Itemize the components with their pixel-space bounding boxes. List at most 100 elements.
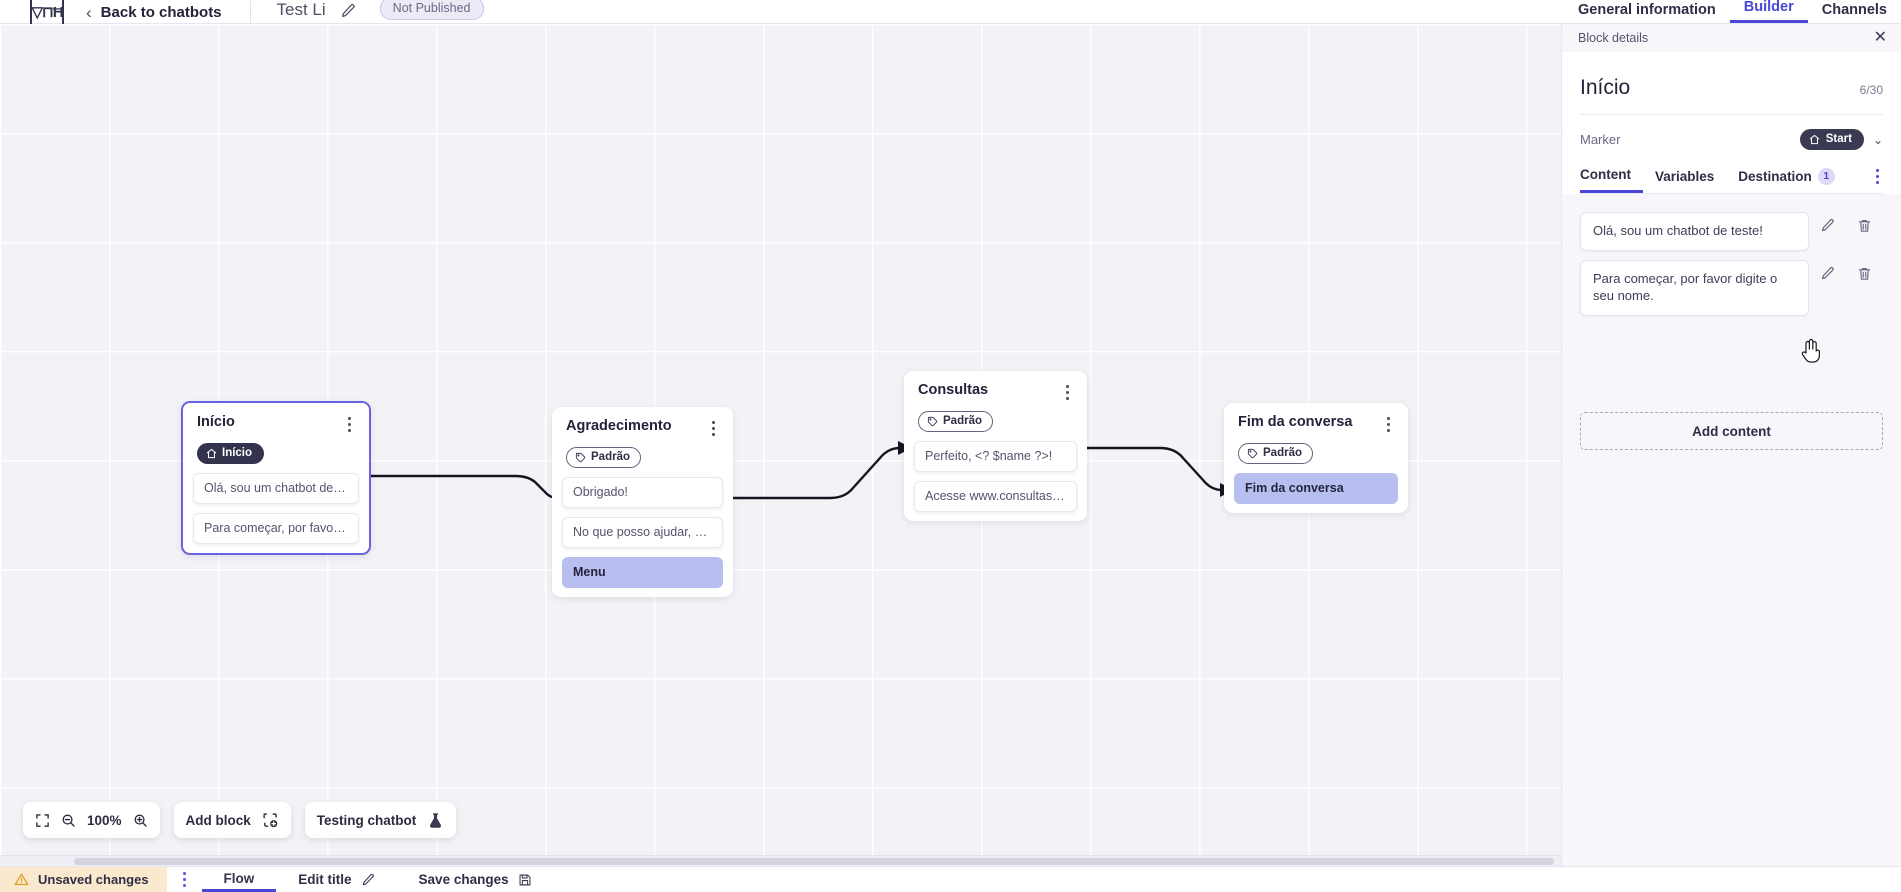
- zoom-level: 100%: [87, 812, 122, 828]
- zoom-controls: 100%: [23, 802, 160, 838]
- marker-start-badge[interactable]: Start: [1799, 129, 1864, 150]
- chevron-down-icon[interactable]: ⌄: [1872, 132, 1883, 147]
- header-divider: [249, 1, 251, 23]
- block-row[interactable]: Obrigado!: [562, 477, 723, 508]
- canvas-horizontal-scrollbar[interactable]: [0, 855, 1561, 866]
- tab-content-label: Content: [1580, 167, 1631, 182]
- list-item: Para começar, por favor digite o seu nom…: [1580, 259, 1883, 316]
- marker-selector[interactable]: Start ⌄: [1799, 129, 1883, 150]
- flow-block-inicio[interactable]: Início Início Olá, sou um chatbot de tes…: [181, 401, 371, 555]
- page-title: Início: [1580, 76, 1631, 99]
- status-item-edit-title-label: Edit title: [298, 872, 352, 887]
- block-row[interactable]: Para começar, por favor digite o ...: [193, 513, 359, 544]
- tab-destination[interactable]: Destination 1: [1726, 167, 1847, 193]
- block-row[interactable]: Olá, sou um chatbot de teste!: [193, 473, 359, 504]
- block-row-menu[interactable]: Fim da conversa: [1234, 473, 1398, 504]
- add-block-button[interactable]: Add block: [173, 802, 291, 838]
- chevron-left-icon: ‹: [86, 3, 92, 22]
- flow-block-fim-da-conversa[interactable]: Fim da conversa Padrão Fim da conversa: [1224, 403, 1408, 513]
- home-icon: [1809, 134, 1819, 144]
- panel-body: Início 6/30 Marker Start ⌄ Content: [1562, 52, 1901, 194]
- home-icon: [206, 448, 217, 458]
- marker-value: Start: [1825, 133, 1852, 145]
- block-header: Fim da conversa: [1224, 403, 1408, 434]
- panel-header-title: Block details: [1578, 31, 1649, 45]
- block-row[interactable]: Acesse www.consultas.com par...: [914, 481, 1077, 512]
- content-text[interactable]: Para começar, por favor digite o seu nom…: [1580, 259, 1809, 316]
- block-tag-padrao: Padrão: [566, 447, 641, 468]
- tab-variables-label: Variables: [1655, 168, 1715, 184]
- status-bar: Unsaved changes Flow Edit title Save cha…: [0, 866, 1901, 892]
- add-content-button[interactable]: Add content: [1580, 412, 1883, 450]
- block-title: Início: [197, 414, 235, 430]
- save-icon: [518, 873, 532, 887]
- block-header: Agradecimento: [552, 407, 733, 438]
- block-menu-icon[interactable]: [1383, 415, 1394, 434]
- block-title: Fim da conversa: [1238, 414, 1353, 430]
- block-tag-label: Início: [222, 447, 253, 459]
- tab-builder[interactable]: Builder: [1729, 0, 1808, 23]
- block-menu-icon[interactable]: [708, 419, 719, 438]
- warning-triangle-icon: [14, 873, 29, 886]
- tag-icon: [575, 452, 586, 462]
- unsaved-changes-label: Unsaved changes: [38, 872, 149, 887]
- block-title: Consultas: [918, 382, 989, 398]
- block-tag-label: Padrão: [591, 451, 630, 463]
- content-text[interactable]: Olá, sou um chatbot de teste!: [1580, 212, 1809, 251]
- pencil-icon[interactable]: [340, 3, 356, 19]
- status-item-save-changes-label: Save changes: [418, 872, 509, 887]
- fit-screen-icon[interactable]: [35, 813, 50, 828]
- block-count: 6/30: [1859, 83, 1883, 97]
- status-item-save-changes[interactable]: Save changes: [397, 867, 554, 892]
- trash-icon[interactable]: [1846, 264, 1883, 281]
- status-item-flow[interactable]: Flow: [201, 867, 277, 892]
- testing-chatbot-label: Testing chatbot: [316, 812, 417, 828]
- add-block-icon: [262, 812, 279, 829]
- pencil-icon: [361, 873, 375, 887]
- flow-block-consultas[interactable]: Consultas Padrão Perfeito, <? $name ?>! …: [904, 371, 1087, 521]
- testing-chatbot-button[interactable]: Testing chatbot: [304, 802, 457, 838]
- block-row-menu[interactable]: Menu: [562, 557, 723, 588]
- tab-general-information[interactable]: General information: [1578, 2, 1716, 18]
- zoom-out-icon[interactable]: [61, 813, 76, 828]
- marker-row: Marker Start ⌄: [1580, 115, 1883, 154]
- status-more-options-icon[interactable]: [167, 867, 202, 892]
- block-tag-label: Padrão: [1263, 447, 1302, 459]
- flask-icon: [427, 812, 444, 829]
- block-details-panel: Block details ✕ Início 6/30 Marker Start…: [1561, 24, 1901, 892]
- flow-block-agradecimento[interactable]: Agradecimento Padrão Obrigado! No que po…: [552, 407, 733, 597]
- close-icon[interactable]: ✕: [1873, 29, 1887, 46]
- marker-label: Marker: [1580, 132, 1621, 147]
- block-tag-label: Padrão: [943, 415, 982, 427]
- tab-variables[interactable]: Variables: [1643, 167, 1726, 193]
- panel-more-options-icon[interactable]: [1872, 167, 1883, 193]
- chatbot-name: Test Li: [276, 0, 326, 19]
- block-header: Início: [183, 403, 369, 434]
- tab-channels[interactable]: Channels: [1821, 2, 1887, 18]
- list-item: Olá, sou um chatbot de teste!: [1580, 212, 1883, 251]
- app-logo-icon[interactable]: ▽⊓Ħ: [30, 0, 64, 27]
- status-item-edit-title[interactable]: Edit title: [276, 867, 396, 892]
- panel-header: Block details ✕: [1562, 24, 1901, 52]
- scrollbar-thumb[interactable]: [74, 858, 1554, 865]
- trash-icon[interactable]: [1846, 216, 1883, 233]
- tag-icon: [927, 416, 938, 426]
- canvas-toolbar: 100% Add block Testing chatbot: [23, 802, 457, 838]
- zoom-in-icon[interactable]: [133, 813, 148, 828]
- block-row[interactable]: No que posso ajudar, <? $name ...: [562, 517, 723, 548]
- pencil-icon[interactable]: [1809, 264, 1846, 281]
- back-to-chatbots-label: Back to chatbots: [100, 4, 222, 21]
- panel-tabs: Content Variables Destination 1: [1580, 167, 1883, 194]
- pencil-icon[interactable]: [1809, 216, 1846, 233]
- block-header: Consultas: [904, 371, 1087, 402]
- block-row[interactable]: Perfeito, <? $name ?>!: [914, 441, 1077, 472]
- destination-count-badge: 1: [1817, 167, 1835, 185]
- flow-canvas[interactable]: Início Início Olá, sou um chatbot de tes…: [0, 24, 1561, 866]
- back-to-chatbots-button[interactable]: ‹ Back to chatbots: [86, 4, 222, 21]
- block-menu-icon[interactable]: [1062, 383, 1073, 402]
- block-menu-icon[interactable]: [344, 415, 355, 434]
- tab-content[interactable]: Content: [1580, 167, 1643, 193]
- top-header: ▽⊓Ħ ‹ Back to chatbots Test Li Not Publi…: [0, 0, 1901, 27]
- add-block-label: Add block: [185, 812, 251, 828]
- panel-title-row: Início 6/30: [1580, 52, 1883, 115]
